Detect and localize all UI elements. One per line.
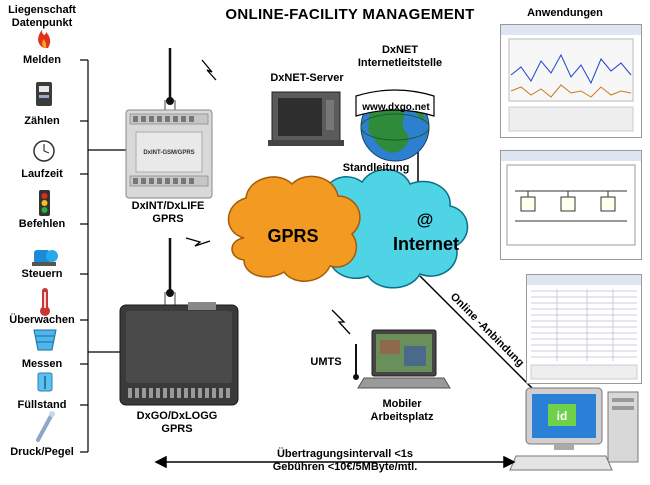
internet-cloud-label: Internet xyxy=(392,234,459,254)
left-header-line2: Datenpunkt xyxy=(11,17,73,29)
page-title: ONLINE-FACILITY MANAGEMENT xyxy=(225,6,475,23)
gprs-cloud-label: GPRS xyxy=(267,226,319,246)
sidebar-bracket xyxy=(80,59,130,453)
left-header-line1: Liegenschaft xyxy=(8,4,76,16)
pump-icon xyxy=(32,250,58,266)
workstation-line2: Arbeitsplatz xyxy=(370,411,434,423)
meter-icon xyxy=(36,82,52,106)
url-label: www.dxgo.net xyxy=(362,102,430,113)
sidebar-item-fuellstand: Füllstand xyxy=(17,399,67,411)
dxgo-device xyxy=(119,302,239,406)
dxint-panel-text: DxINT-GSM/GPRS xyxy=(143,150,195,156)
dxint-label: DxINT/DxLIFE GPRS xyxy=(118,200,218,226)
server-icon xyxy=(268,91,344,146)
thermometer-icon xyxy=(40,288,50,316)
desktop-pc-icon: id xyxy=(509,387,639,471)
laptop-icon xyxy=(357,329,451,389)
dxint-antenna xyxy=(164,48,176,112)
sidebar-item-befehlen: Befehlen xyxy=(18,218,66,230)
left-header: Liegenschaft Datenpunkt xyxy=(0,4,84,30)
table-thumbnail-graphic xyxy=(527,275,641,380)
dxint-label-line1: DxINT/DxLIFE xyxy=(131,200,205,212)
dxint-device xyxy=(125,109,213,199)
pressure-probe-icon xyxy=(36,411,55,442)
app-thumbnail-schematic[interactable] xyxy=(500,150,642,260)
sidebar-item-ueberwachen: Überwachen xyxy=(9,314,75,326)
transfer-label: Übertragungsintervall <1s Gebühren <10€/… xyxy=(220,448,470,474)
sidebar-item-melden: Melden xyxy=(23,54,61,66)
at-sign-label: @ xyxy=(416,210,434,229)
internet-center-line1: DxNET xyxy=(381,44,419,56)
dxgo-label: DxGO/DxLOGG GPRS xyxy=(122,410,232,436)
standleitung-label: Standleitung xyxy=(342,162,410,174)
flame-icon xyxy=(38,30,51,48)
internet-center-label: DxNET Internetleitstelle xyxy=(352,44,448,70)
dxgo-label-line1: DxGO/DxLOGG xyxy=(136,410,218,422)
workstation-line1: Mobiler xyxy=(382,398,422,410)
app-thumbnail-chart[interactable] xyxy=(500,24,642,138)
level-sensor-icon xyxy=(37,372,53,392)
signal-bolt-3 xyxy=(331,309,351,335)
sidebar-item-steuern: Steuern xyxy=(21,268,63,280)
transfer-arrow xyxy=(154,455,516,469)
dxgo-antenna xyxy=(164,238,176,305)
schematic-thumbnail-graphic xyxy=(501,151,641,246)
traffic-light-icon xyxy=(39,190,50,216)
applications-title: Anwendungen xyxy=(527,7,603,19)
internet-center-line2: Internetleitstelle xyxy=(357,57,443,69)
transfer-line2: Gebühren <10€/5MByte/mtl. xyxy=(272,461,418,473)
chart-thumbnail-graphic xyxy=(501,25,641,132)
signal-bolt-1 xyxy=(201,59,217,81)
globe-icon xyxy=(355,89,435,162)
app-thumbnail-table[interactable] xyxy=(526,274,642,384)
sidebar-item-messen: Messen xyxy=(21,358,63,370)
dxint-label-line2: GPRS xyxy=(152,213,184,225)
clock-icon xyxy=(33,140,55,162)
gprs-cloud xyxy=(227,175,361,282)
sidebar-item-zaehlen: Zählen xyxy=(24,115,60,127)
svg-text:id: id xyxy=(557,409,568,423)
server-label: DxNET-Server xyxy=(270,72,344,84)
sidebar-item-laufzeit: Laufzeit xyxy=(21,168,63,180)
sidebar-item-druck-pegel: Druck/Pegel xyxy=(10,446,74,458)
dxgo-label-line2: GPRS xyxy=(161,423,193,435)
signal-bolt-2 xyxy=(185,237,211,247)
umts-antenna xyxy=(353,344,359,380)
transfer-line1: Übertragungsintervall <1s xyxy=(276,448,414,460)
workstation-label: Mobiler Arbeitsplatz xyxy=(360,398,444,424)
umts-label: UMTS xyxy=(310,356,342,368)
online-line xyxy=(419,275,541,397)
cyan-tank-icon xyxy=(33,329,57,351)
